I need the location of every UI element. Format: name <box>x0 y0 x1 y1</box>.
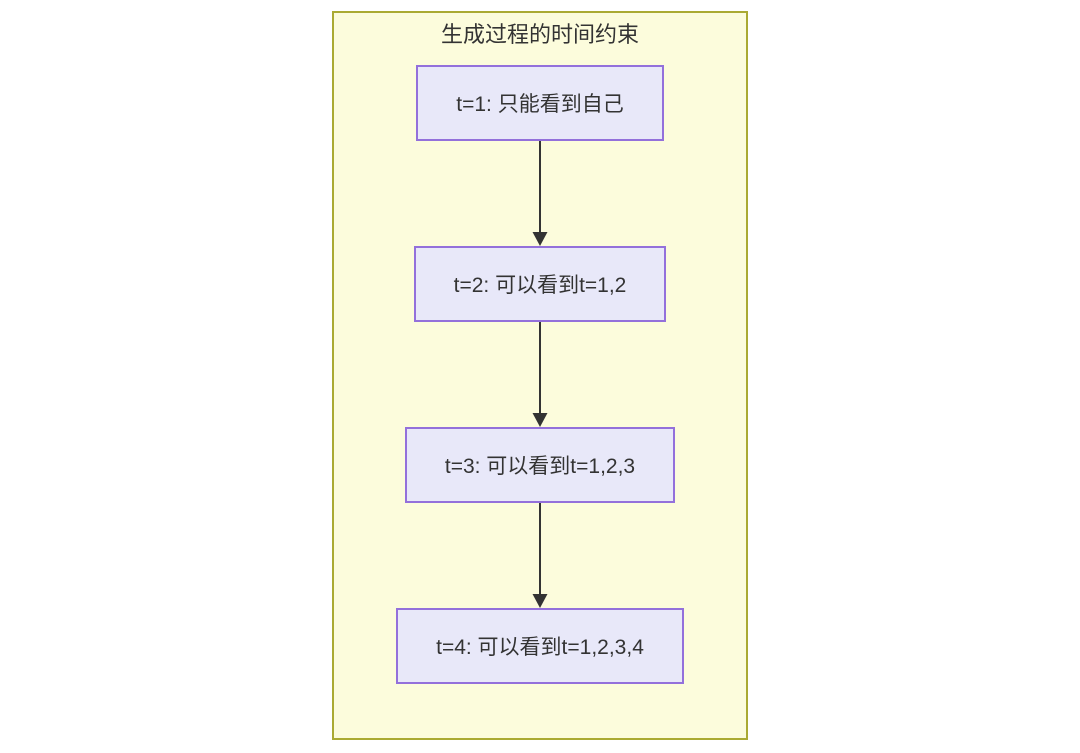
arrow-down-icon <box>532 141 548 246</box>
arrow-down-icon <box>532 322 548 427</box>
flow-node-t4: t=4: 可以看到t=1,2,3,4 <box>396 608 684 684</box>
flow-node-t3: t=3: 可以看到t=1,2,3 <box>404 427 676 503</box>
flow-node-t3-label: t=3: 可以看到t=1,2,3 <box>444 455 636 478</box>
flow-node-t1-label: t=1: 只能看到自己 <box>456 93 624 116</box>
flow-node-t1: t=1: 只能看到自己 <box>416 65 664 141</box>
flow-node-t4-label: t=4: 可以看到t=1,2,3,4 <box>436 636 644 659</box>
flow-node-t2-label: t=2: 可以看到t=1,2 <box>453 274 627 297</box>
arrow-down-icon <box>532 503 548 608</box>
flow-node-t2: t=2: 可以看到t=1,2 <box>413 246 667 322</box>
flowchart-container: 生成过程的时间约束 t=1: 只能看到自己 t=2: 可以看到t=1,2 t=3… <box>332 11 748 740</box>
diagram-title: 生成过程的时间约束 <box>440 22 639 47</box>
